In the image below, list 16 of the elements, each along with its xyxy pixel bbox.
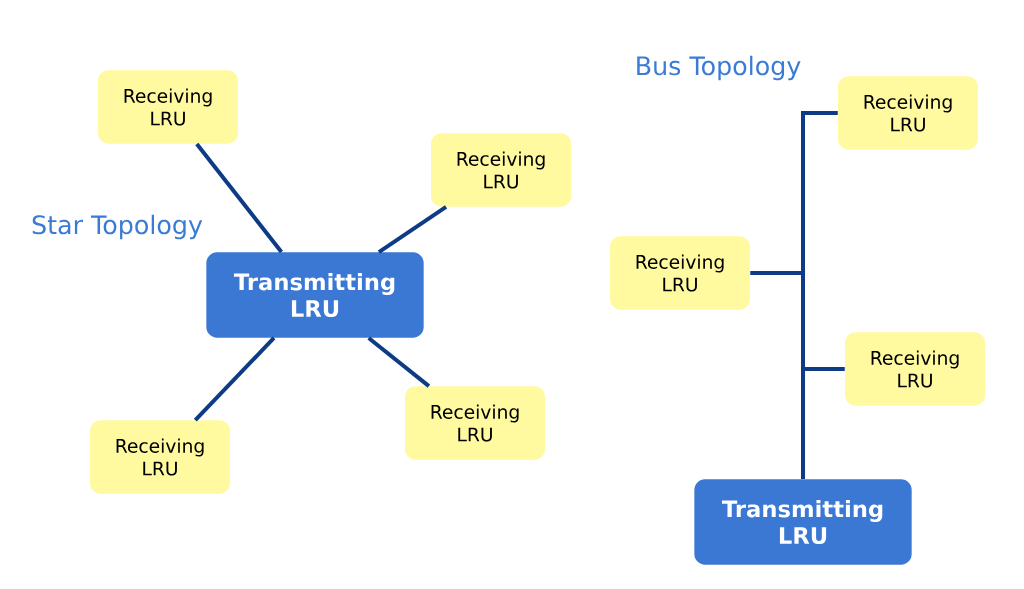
receiver-box: Receiving LRU (98, 70, 238, 144)
transmitter-box: Transmitting LRU (694, 479, 912, 565)
receiver-box: Receiving LRU (431, 133, 571, 207)
connector-line (801, 367, 845, 480)
connector-line (377, 205, 448, 254)
receiver-box: Receiving LRU (838, 76, 978, 150)
receiver-box: Receiving LRU (90, 420, 230, 494)
connector-line (195, 142, 284, 254)
connector-line (193, 336, 276, 422)
receiver-box: Receiving LRU (405, 386, 545, 460)
transmitter-box: Transmitting LRU (206, 252, 424, 338)
receiver-box: Receiving LRU (610, 236, 750, 310)
connector-line (367, 336, 431, 388)
topology-title: Star Topology (32, 214, 203, 240)
receiver-box: Receiving LRU (845, 332, 985, 406)
topology-title: Bus Topology (637, 55, 801, 81)
